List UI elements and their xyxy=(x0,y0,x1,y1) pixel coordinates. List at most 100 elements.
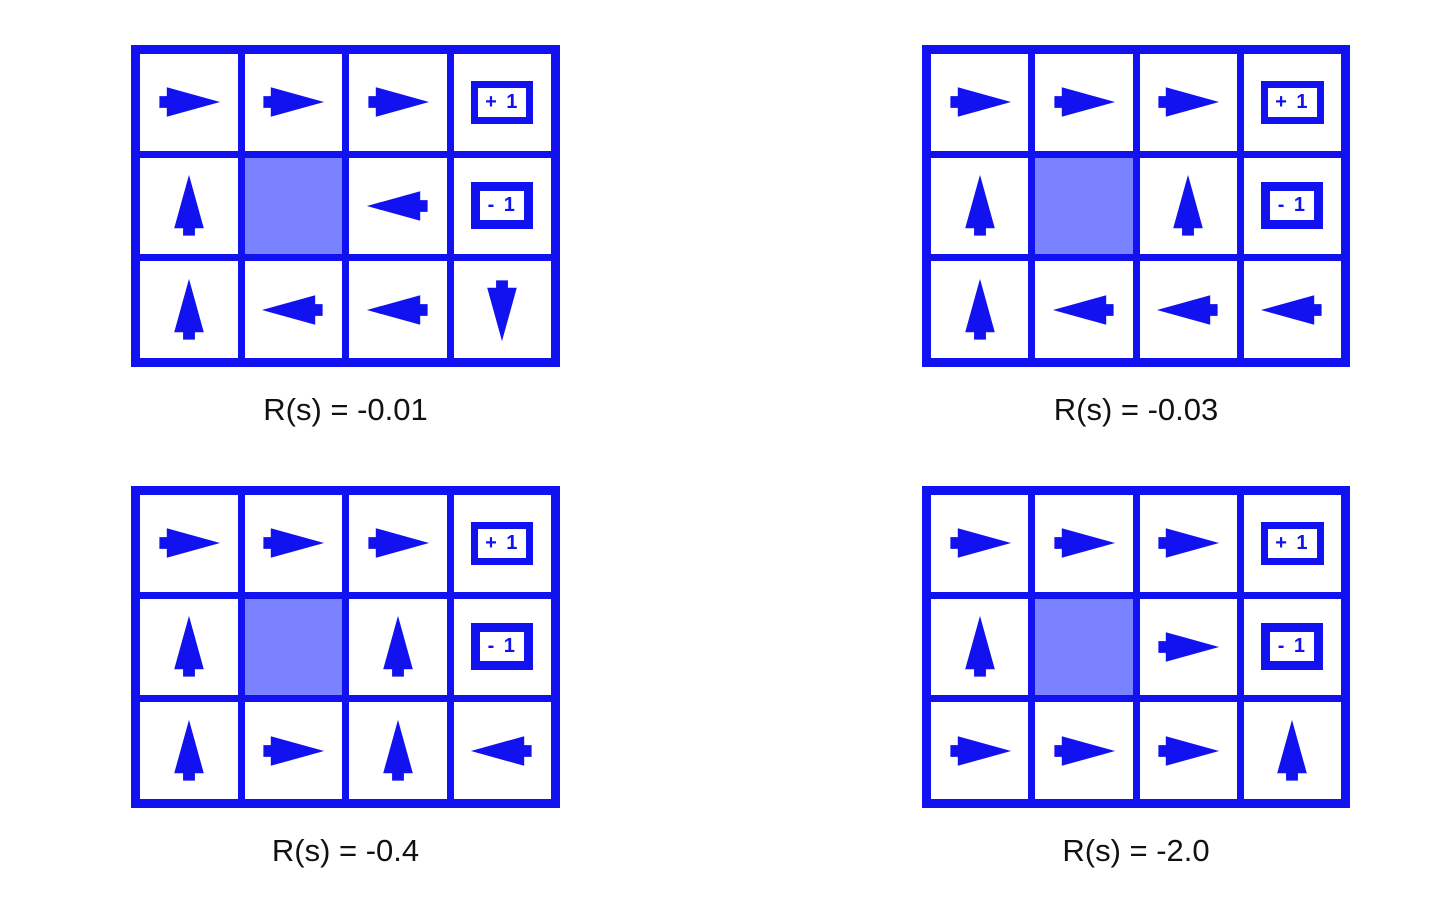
grid-cell-r2-c4: - 1 xyxy=(453,157,551,255)
arrow-right-icon xyxy=(943,506,1017,580)
arrow-up-icon xyxy=(152,714,226,788)
arrow-right-icon xyxy=(943,714,1017,788)
policy-grid-panel-r-001: + 1 - 1 xyxy=(131,45,560,367)
arrow-up-icon xyxy=(1151,169,1225,243)
panel-caption-panel-r-001: R(s) = -0.01 xyxy=(263,392,428,427)
policy-grid-panel-r-003: + 1 - 1 xyxy=(922,45,1350,367)
grid-cell-r3-c4 xyxy=(1243,702,1341,799)
arrow-right-icon xyxy=(361,65,435,139)
grid-cell-r3-c4 xyxy=(453,261,551,358)
arrow-right-icon xyxy=(1047,506,1121,580)
arrow-right-icon xyxy=(943,65,1017,139)
arrow-left-icon xyxy=(361,273,435,347)
arrow-up-icon xyxy=(1255,714,1329,788)
policy-grid-panel-r-20: + 1 - 1 xyxy=(922,486,1350,808)
grid-cell-r3-c3 xyxy=(349,261,447,358)
grid-cell-r1-c4: + 1 xyxy=(1243,54,1341,151)
grid-cell-r1-c3 xyxy=(349,495,447,592)
grid-cell-r1-c4: + 1 xyxy=(453,495,551,592)
grid-cell-r2-c3 xyxy=(349,157,447,255)
grid-cell-r2-c4: - 1 xyxy=(453,598,551,696)
grid-cell-r2-c1 xyxy=(931,157,1029,255)
grid-cell-r3-c2 xyxy=(1035,261,1133,358)
grid-cell-r1-c3 xyxy=(1139,54,1237,151)
grid-cell-r1-c1 xyxy=(931,54,1029,151)
grid-cell-r2-c4: - 1 xyxy=(1243,598,1341,696)
grid-cell-r3-c4 xyxy=(453,702,551,799)
arrow-right-icon xyxy=(1151,610,1225,684)
arrow-up-icon xyxy=(152,273,226,347)
grid-cell-r1-c1 xyxy=(140,495,238,592)
arrow-left-icon xyxy=(465,714,539,788)
grid-cell-r2-c1 xyxy=(931,598,1029,696)
arrow-right-icon xyxy=(1151,506,1225,580)
grid-cell-r2-c3 xyxy=(1139,157,1237,255)
plus-one-badge-icon: + 1 xyxy=(1261,521,1324,565)
plus-one-badge-icon: + 1 xyxy=(471,521,534,565)
grid-cell-r2-c3 xyxy=(349,598,447,696)
grid-cell-r3-c3 xyxy=(1139,702,1237,799)
minus-one-badge-icon: - 1 xyxy=(471,182,534,230)
arrow-right-icon xyxy=(152,65,226,139)
arrow-up-icon xyxy=(361,714,435,788)
arrow-right-icon xyxy=(1047,714,1121,788)
grid-cell-r2-c4: - 1 xyxy=(1243,157,1341,255)
arrow-up-icon xyxy=(943,169,1017,243)
arrow-up-icon xyxy=(152,169,226,243)
wall-cell-icon xyxy=(244,598,342,696)
arrow-up-icon xyxy=(943,610,1017,684)
grid-cell-r3-c4 xyxy=(1243,261,1341,358)
arrow-left-icon xyxy=(361,169,435,243)
policy-grid-panel-r-04: + 1 - 1 xyxy=(131,486,560,808)
arrow-up-icon xyxy=(943,273,1017,347)
grid-cell-r3-c2 xyxy=(1035,702,1133,799)
arrow-left-icon xyxy=(1151,273,1225,347)
panel-caption-panel-r-003: R(s) = -0.03 xyxy=(1053,392,1219,427)
wall-cell-icon xyxy=(1035,157,1133,255)
grid-cell-r1-c4: + 1 xyxy=(1243,495,1341,592)
arrow-right-icon xyxy=(256,714,330,788)
arrow-up-icon xyxy=(152,610,226,684)
grid-cell-r1-c2 xyxy=(244,495,342,592)
arrow-right-icon xyxy=(1047,65,1121,139)
grid-cell-r1-c3 xyxy=(349,54,447,151)
grid-cell-r3-c1 xyxy=(931,702,1029,799)
arrow-up-icon xyxy=(361,610,435,684)
grid-cell-r1-c2 xyxy=(1035,495,1133,592)
panel-caption-panel-r-20: R(s) = -2.0 xyxy=(1062,833,1210,868)
arrow-right-icon xyxy=(361,506,435,580)
arrow-right-icon xyxy=(256,65,330,139)
minus-one-badge-icon: - 1 xyxy=(471,623,534,671)
grid-cell-r1-c2 xyxy=(1035,54,1133,151)
grid-cell-r2-c1 xyxy=(140,598,238,696)
grid-cell-r1-c4: + 1 xyxy=(453,54,551,151)
grid-cell-r1-c3 xyxy=(1139,495,1237,592)
grid-cell-r1-c2 xyxy=(244,54,342,151)
arrow-right-icon xyxy=(152,506,226,580)
wall-cell-icon xyxy=(1035,598,1133,696)
minus-one-badge-icon: - 1 xyxy=(1261,182,1324,230)
grid-cell-r3-c3 xyxy=(1139,261,1237,358)
arrow-right-icon xyxy=(1151,714,1225,788)
wall-cell-icon xyxy=(244,157,342,255)
grid-cell-r3-c3 xyxy=(349,702,447,799)
arrow-down-icon xyxy=(465,273,539,347)
grid-cell-r3-c2 xyxy=(244,261,342,358)
arrow-right-icon xyxy=(1151,65,1225,139)
grid-cell-r2-c1 xyxy=(140,157,238,255)
grid-cell-r3-c1 xyxy=(140,261,238,358)
grid-cell-r3-c1 xyxy=(931,261,1029,358)
minus-one-badge-icon: - 1 xyxy=(1261,623,1324,671)
arrow-left-icon xyxy=(256,273,330,347)
grid-cell-r1-c1 xyxy=(140,54,238,151)
grid-cell-r3-c2 xyxy=(244,702,342,799)
arrow-left-icon xyxy=(1255,273,1329,347)
arrow-right-icon xyxy=(256,506,330,580)
grid-cell-r3-c1 xyxy=(140,702,238,799)
panel-caption-panel-r-04: R(s) = -0.4 xyxy=(271,833,420,868)
grid-cell-r1-c1 xyxy=(931,495,1029,592)
grid-cell-r2-c3 xyxy=(1139,598,1237,696)
plus-one-badge-icon: + 1 xyxy=(1261,80,1324,124)
arrow-left-icon xyxy=(1047,273,1121,347)
plus-one-badge-icon: + 1 xyxy=(471,80,534,124)
